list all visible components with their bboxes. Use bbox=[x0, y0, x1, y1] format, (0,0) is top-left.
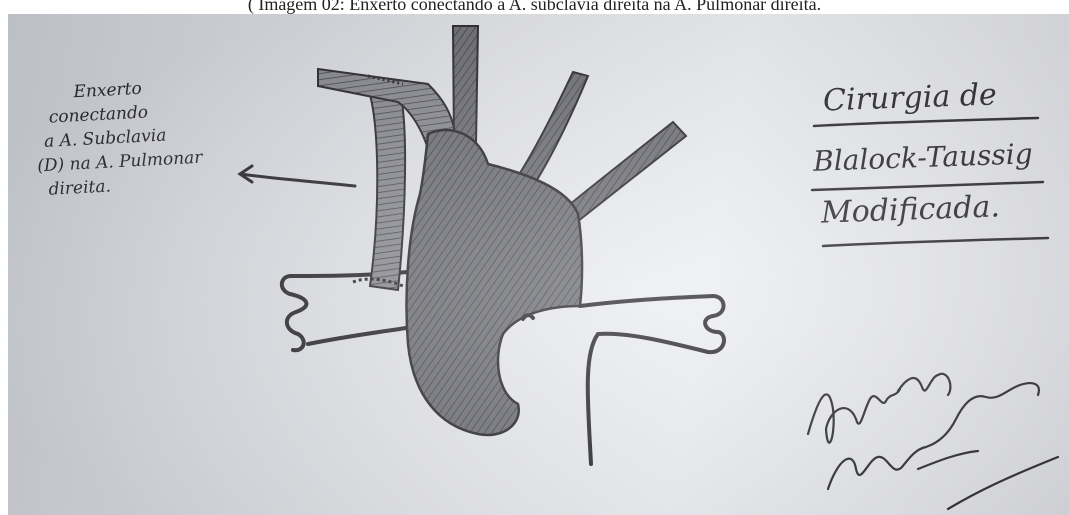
graft-label: Enxerto conectando a A. Subclavia (D) na… bbox=[33, 74, 204, 202]
carotid-artery bbox=[453, 26, 478, 146]
left-pulmonary-artery bbox=[523, 296, 724, 464]
figure-caption: ( Imagem 02: Enxerto conectando a A. sub… bbox=[0, 0, 1069, 14]
author-signature bbox=[798, 339, 1068, 515]
title-line-2: Blalock-Taussig bbox=[813, 136, 1034, 180]
surgery-title: Cirurgia de Blalock-Taussig Modificada. bbox=[810, 76, 1035, 232]
title-line-3: Modificada. bbox=[814, 188, 1035, 232]
aorta bbox=[407, 130, 583, 435]
pointer-arrow bbox=[240, 166, 355, 186]
sketch-paper: Enxerto conectando a A. Subclavia (D) na… bbox=[8, 14, 1069, 515]
graft-tube bbox=[353, 88, 405, 290]
title-line-1: Cirurgia de bbox=[810, 76, 1031, 120]
